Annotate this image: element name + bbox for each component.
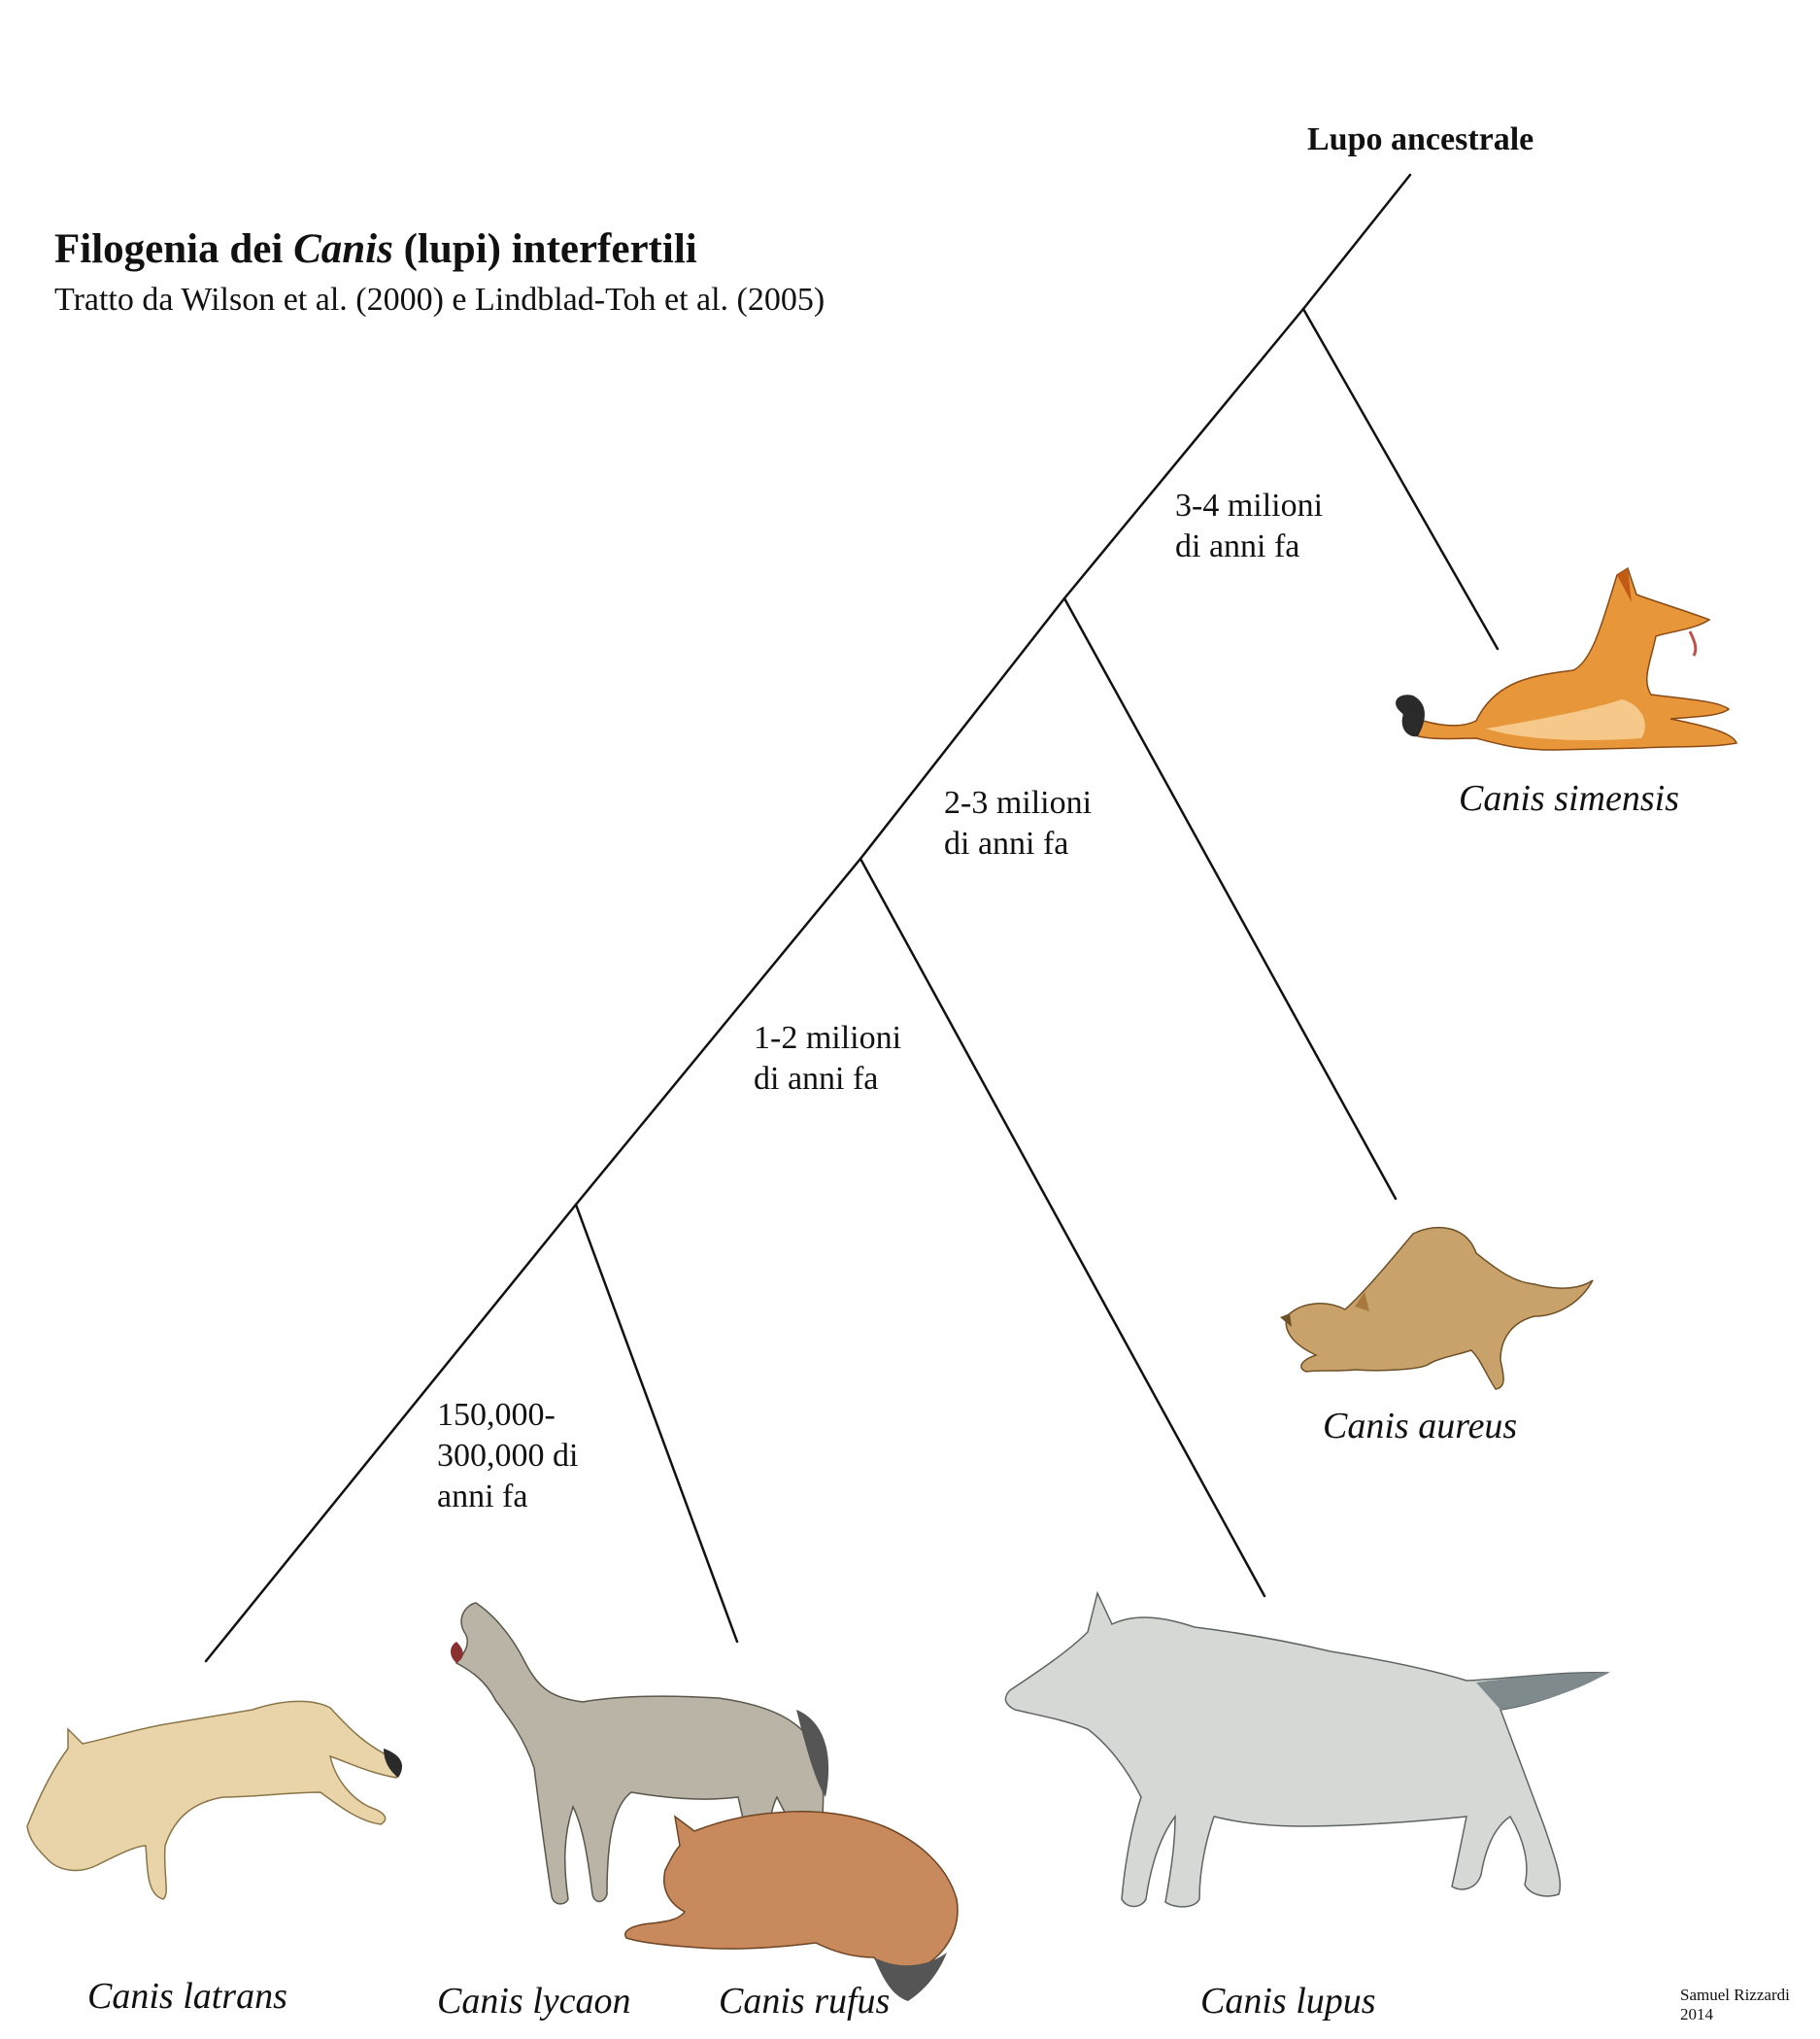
branch-node1-to-node2 [1062, 307, 1305, 600]
divergence-time-line: di anni fa [1175, 528, 1300, 564]
branch-node1-to-simensis [1301, 307, 1500, 651]
branch-node4-to-latrans [204, 1203, 578, 1663]
branch-root-to-node1 [1301, 173, 1412, 311]
branch-node3-to-lupus [859, 857, 1266, 1598]
credit-name: Samuel Rizzardi [1680, 1986, 1790, 2004]
species-label-simensis: Canis simensis [1459, 778, 1679, 819]
branch-node2-to-node3 [859, 596, 1066, 861]
branch-node4-to-lycaon-rufus [574, 1203, 739, 1644]
title-prefix: Filogenia dei [54, 226, 294, 272]
canis-simensis-illustration [1396, 566, 1737, 751]
branch-node2-to-aureus [1062, 596, 1398, 1201]
branch-node3-to-node4 [574, 857, 862, 1206]
divergence-time-line: 300,000 di [437, 1438, 579, 1474]
diagram-title: Filogenia dei Canis (lupi) interfertili [54, 225, 697, 273]
divergence-time-label: 150,000- 300,000 di anni fa [437, 1395, 651, 1517]
divergence-time-line: di anni fa [944, 826, 1069, 862]
divergence-time-label: 2-3 milioni di anni fa [944, 783, 1196, 865]
species-label-latrans: Canis latrans [87, 1976, 287, 2017]
canis-lupus-illustration [1004, 1590, 1610, 1908]
canis-rufus-illustration [624, 1811, 959, 2001]
title-suffix: (lupi) interfertili [392, 226, 697, 272]
diagram-subtitle: Tratto da Wilson et al. (2000) e Lindbla… [54, 282, 826, 318]
species-label-aureus: Canis aureus [1323, 1406, 1518, 1446]
canis-lycaon-illustration [451, 1602, 829, 1905]
divergence-time-label: 1-2 milioni di anni fa [754, 1018, 1006, 1100]
divergence-time-line: anni fa [437, 1478, 528, 1514]
tree-branches [204, 173, 1500, 1663]
divergence-time-line: 150,000- [437, 1397, 556, 1433]
root-label: Lupo ancestrale [1307, 121, 1534, 157]
divergence-time-line: di anni fa [754, 1061, 879, 1097]
divergence-time-line: 3-4 milioni [1175, 488, 1324, 524]
credit-year: 2014 [1680, 2005, 1713, 2023]
divergence-time-line: 1-2 milioni [754, 1020, 902, 1056]
divergence-time-label: 3-4 milioni di anni fa [1175, 486, 1428, 567]
divergence-time-line: 2-3 milioni [944, 785, 1093, 821]
title-genus: Canis [293, 226, 393, 272]
canis-latrans-illustration [26, 1700, 403, 1900]
species-label-lupus: Canis lupus [1200, 1981, 1376, 2022]
canis-aureus-illustration [1280, 1226, 1594, 1390]
species-label-rufus: Canis rufus [719, 1981, 891, 2022]
species-label-lycaon: Canis lycaon [437, 1981, 631, 2022]
